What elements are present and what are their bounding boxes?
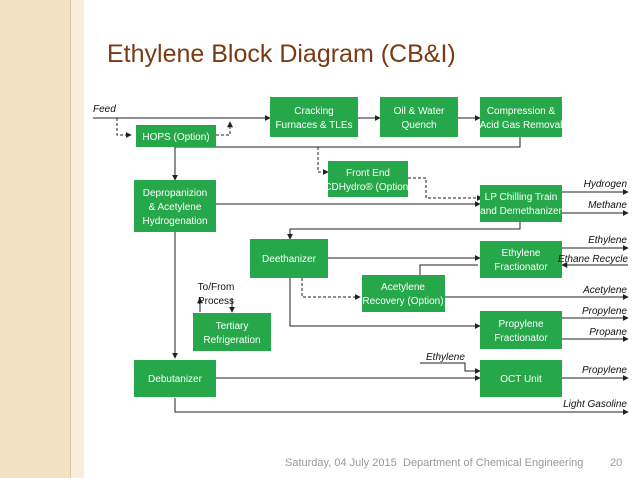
propylene-fractionator-box: Propylene Fractionator (480, 311, 562, 349)
quench-box: Oil & Water Quench (380, 97, 458, 137)
acetylene-rec-label-2: Recovery (Option) (362, 296, 443, 307)
tertiary-refrigeration-box: Tertiary Refrigeration (193, 313, 271, 351)
depropanizer-label-3: Hydrogenation (142, 216, 207, 227)
output-hydrogen: Hydrogen (584, 179, 628, 190)
compression-box: Compression & Acid Gas Removal (480, 97, 563, 137)
svg-text:Ethylene: Ethylene (502, 248, 541, 259)
cracking-label-2: Furnaces & TLEs (275, 120, 352, 131)
cracking-label-1: Cracking (294, 106, 333, 117)
svg-text:Acetylene: Acetylene (381, 282, 425, 293)
connector-lines (93, 115, 629, 415)
lpchill-label-1: LP Chilling Train (485, 192, 558, 203)
output-propylene-1: Propylene (582, 306, 627, 317)
ethylene-input-label: Ethylene (426, 352, 465, 363)
ethylene-frac-label-1: Ethylene (502, 248, 541, 259)
quench-label-2: Quench (401, 120, 436, 131)
deethanizer-box: Deethanizer (250, 239, 328, 278)
svg-text:Depropanizion: Depropanizion (143, 188, 208, 199)
slide-title: Ethylene Block Diagram (CB&I) (107, 40, 456, 68)
ethylene-frac-label-2: Fractionator (494, 262, 548, 273)
quench-label-1: Oil & Water (394, 106, 445, 117)
hops-label: HOPS (Option) (142, 132, 209, 143)
svg-text:and Demethanizer: and Demethanizer (480, 206, 562, 217)
left-decorative-band (0, 0, 70, 478)
output-methane: Methane (588, 200, 627, 211)
depropanizer-label-1: Depropanizion (143, 188, 208, 199)
svg-text:Deethanizer: Deethanizer (262, 254, 317, 265)
oct-unit-box: OCT Unit (480, 360, 562, 397)
tertiary-label-1: Tertiary (216, 321, 249, 332)
output-propylene-2: Propylene (582, 365, 627, 376)
acetylene-rec-label-1: Acetylene (381, 282, 425, 293)
acetylene-recovery-box: Acetylene Recovery (Option) (362, 275, 445, 312)
left-band-divider (70, 0, 71, 478)
feed-label: Feed (93, 104, 116, 115)
frontend-label-1: Front End (346, 168, 390, 179)
lpchill-label-2: and Demethanizer (480, 206, 562, 217)
hops-box: HOPS (Option) (136, 125, 216, 147)
svg-text:& Acetylene: & Acetylene (149, 202, 202, 213)
svg-text:HOPS (Option): HOPS (Option) (142, 132, 209, 143)
svg-text:Refrigeration: Refrigeration (203, 335, 260, 346)
left-decorative-band-light (70, 0, 84, 478)
svg-text:Hydrogenation: Hydrogenation (142, 216, 207, 227)
svg-text:LP Chilling Train: LP Chilling Train (485, 192, 558, 203)
svg-text:Propylene: Propylene (498, 319, 543, 330)
deethanizer-label: Deethanizer (262, 254, 317, 265)
cracking-furnaces-box: Cracking Furnaces & TLEs (270, 97, 358, 137)
footer-department: Department of Chemical Engineering (403, 457, 584, 469)
frontend-label-2: CDHydro® (Option) (324, 182, 411, 193)
debutanizer-box: Debutanizer (134, 360, 216, 397)
compression-label-2: Acid Gas Removal (480, 120, 563, 131)
depropanizer-label-2: & Acetylene (149, 202, 202, 213)
svg-text:Furnaces & TLEs: Furnaces & TLEs (275, 120, 352, 131)
front-end-cdhydro-box: Front End CDHydro® (Option) (324, 161, 412, 197)
propylene-frac-label-2: Fractionator (494, 333, 548, 344)
output-propane: Propane (589, 327, 627, 338)
to-from-label: To/From (198, 282, 235, 293)
process-label: Process (198, 296, 234, 307)
svg-text:Tertiary: Tertiary (216, 321, 249, 332)
lp-chilling-box: LP Chilling Train and Demethanizer (480, 185, 563, 222)
depropanizer-box: Depropanizion & Acetylene Hydrogenation (134, 180, 216, 232)
footer-date: Saturday, 04 July 2015 (285, 457, 397, 469)
output-ethylene: Ethylene (588, 235, 627, 246)
svg-text:Front End: Front End (346, 168, 390, 179)
svg-text:Compression &: Compression & (487, 106, 556, 117)
svg-text:OCT Unit: OCT Unit (500, 374, 542, 385)
svg-text:Fractionator: Fractionator (494, 262, 548, 273)
output-light-gasoline: Light Gasoline (563, 399, 627, 410)
svg-text:CDHydro® (Option): CDHydro® (Option) (324, 182, 411, 193)
tertiary-label-2: Refrigeration (203, 335, 260, 346)
svg-text:Acid Gas Removal: Acid Gas Removal (480, 120, 563, 131)
compression-label-1: Compression & (487, 106, 556, 117)
svg-text:Fractionator: Fractionator (494, 333, 548, 344)
debutanizer-label: Debutanizer (148, 374, 203, 385)
svg-text:Debutanizer: Debutanizer (148, 374, 203, 385)
svg-text:Quench: Quench (401, 120, 436, 131)
svg-text:Recovery (Option): Recovery (Option) (362, 296, 443, 307)
output-ethane-recycle: Ethane Recycle (558, 254, 628, 265)
output-acetylene: Acetylene (582, 285, 627, 296)
svg-text:Cracking: Cracking (294, 106, 333, 117)
svg-text:Oil & Water: Oil & Water (394, 106, 445, 117)
oct-label: OCT Unit (500, 374, 542, 385)
footer-page-number: 20 (610, 457, 623, 469)
propylene-frac-label-1: Propylene (498, 319, 543, 330)
ethylene-fractionator-box: Ethylene Fractionator (480, 241, 562, 278)
